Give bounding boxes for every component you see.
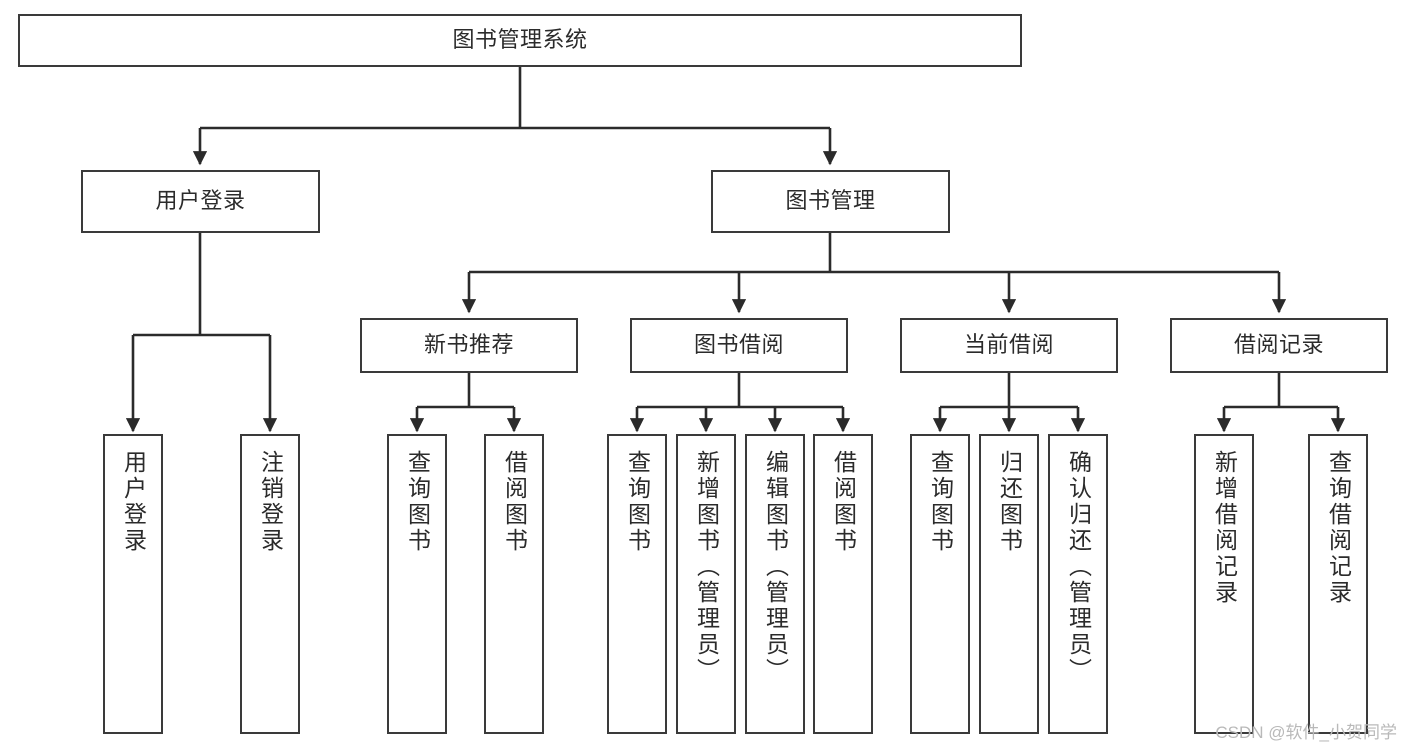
node-book-borrow[interactable]: 图书借阅 xyxy=(630,318,848,373)
node-borrow-records[interactable]: 借阅记录 xyxy=(1170,318,1388,373)
node-label: 注销登录 xyxy=(257,450,284,554)
node-label: 借阅记录 xyxy=(1233,332,1324,358)
node-root-system[interactable]: 图书管理系统 xyxy=(18,14,1022,67)
node-leaf-borrow-book-recommend[interactable]: 借阅图书 xyxy=(484,434,544,734)
node-label: 用户登录 xyxy=(120,450,147,554)
node-leaf-edit-book-admin[interactable]: 编辑图书（管理员） xyxy=(745,434,805,734)
node-label: 确认归还（管理员） xyxy=(1065,450,1092,684)
node-label: 新书推荐 xyxy=(423,332,514,358)
node-label: 归还图书 xyxy=(996,450,1023,554)
node-new-book-recommend[interactable]: 新书推荐 xyxy=(360,318,578,373)
node-label: 当前借阅 xyxy=(963,332,1054,358)
node-label: 新增借阅记录 xyxy=(1211,450,1238,606)
node-leaf-add-book-admin[interactable]: 新增图书（管理员） xyxy=(676,434,736,734)
node-leaf-confirm-return-admin[interactable]: 确认归还（管理员） xyxy=(1048,434,1108,734)
node-leaf-borrow-book[interactable]: 借阅图书 xyxy=(813,434,873,734)
node-label: 新增图书（管理员） xyxy=(693,450,720,684)
node-book-management[interactable]: 图书管理 xyxy=(711,170,950,233)
node-leaf-query-book[interactable]: 查询图书 xyxy=(607,434,667,734)
csdn-watermark: CSDN @软件_小贺同学 xyxy=(1215,723,1397,742)
node-label: 查询图书 xyxy=(404,450,431,554)
node-label: 查询图书 xyxy=(927,450,954,554)
node-leaf-user-login[interactable]: 用户登录 xyxy=(103,434,163,734)
node-label: 借阅图书 xyxy=(830,450,857,554)
node-leaf-return-book[interactable]: 归还图书 xyxy=(979,434,1039,734)
node-leaf-add-borrow-record[interactable]: 新增借阅记录 xyxy=(1194,434,1254,734)
node-label: 图书管理 xyxy=(785,188,876,214)
node-current-borrow[interactable]: 当前借阅 xyxy=(900,318,1118,373)
node-leaf-query-book-current[interactable]: 查询图书 xyxy=(910,434,970,734)
node-label: 查询借阅记录 xyxy=(1325,450,1352,606)
node-label: 查询图书 xyxy=(624,450,651,554)
node-leaf-logout[interactable]: 注销登录 xyxy=(240,434,300,734)
node-label: 用户登录 xyxy=(155,188,246,214)
node-label: 编辑图书（管理员） xyxy=(762,450,789,684)
node-leaf-query-borrow-record[interactable]: 查询借阅记录 xyxy=(1308,434,1368,734)
node-user-login[interactable]: 用户登录 xyxy=(81,170,320,233)
node-label: 借阅图书 xyxy=(501,450,528,554)
node-leaf-query-book-recommend[interactable]: 查询图书 xyxy=(387,434,447,734)
node-label: 图书借阅 xyxy=(693,332,784,358)
node-label: 图书管理系统 xyxy=(452,27,588,53)
